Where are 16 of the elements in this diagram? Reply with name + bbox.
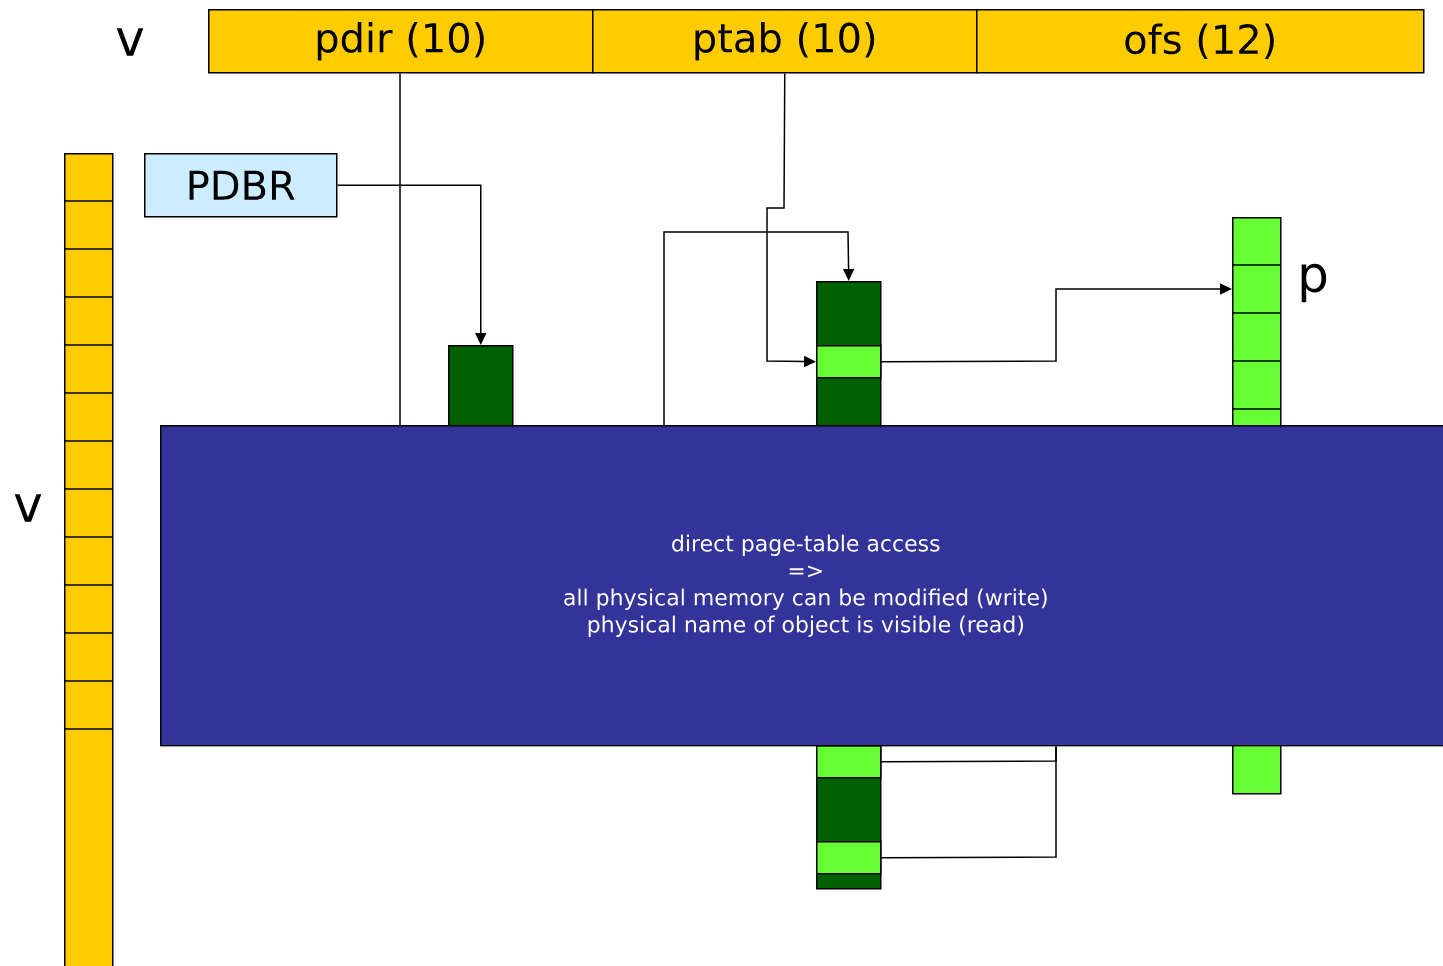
table-entry xyxy=(816,745,882,779)
table-entry xyxy=(816,841,882,875)
address-field: ofs (12) xyxy=(976,9,1425,74)
page-directory-block xyxy=(448,345,514,427)
address-field: pdir (10) xyxy=(208,9,594,74)
connector-line xyxy=(399,72,401,426)
address-field: ptab (10) xyxy=(592,9,978,74)
address-label: v xyxy=(14,494,42,522)
connector-line xyxy=(880,745,1057,859)
address-label: v xyxy=(116,28,144,56)
overlay-box: direct page-table access => all physical memory can be modified (write) physical name of object is visible (read) xyxy=(160,425,1443,747)
register-box: PDBR xyxy=(144,153,338,218)
arrow xyxy=(663,231,855,426)
address-label: p xyxy=(1301,263,1327,303)
table-entry xyxy=(816,345,882,379)
memory-column xyxy=(63,153,114,966)
